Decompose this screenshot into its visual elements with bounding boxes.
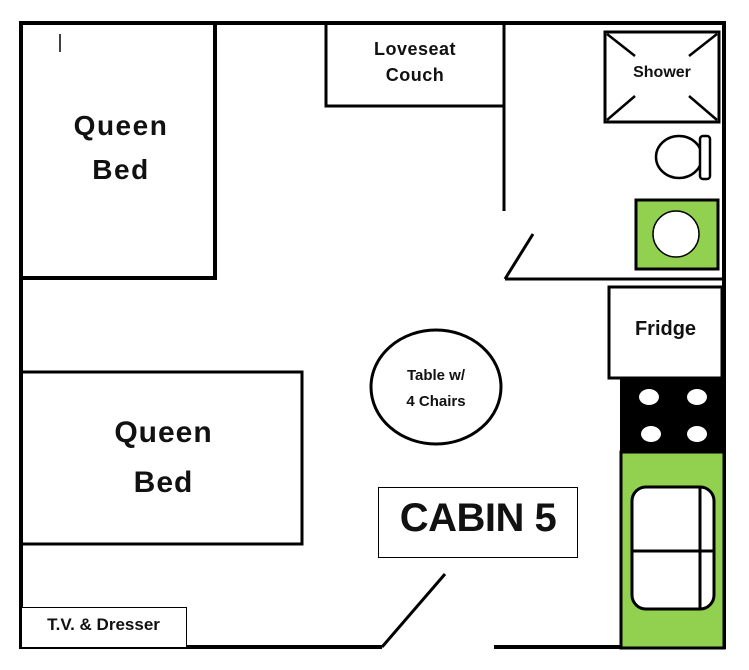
front-door <box>380 573 447 648</box>
tv-dresser <box>21 607 187 648</box>
queen-bed-top-line1: Queen <box>73 110 169 141</box>
loveseat-label: Loveseat Couch <box>326 36 504 88</box>
kitchen-sink-icon <box>630 485 716 611</box>
loveseat-line2: Couch <box>385 65 445 85</box>
queen-bed-bottom-line2: Bed <box>133 466 194 499</box>
fridge-label: Fridge <box>634 318 697 340</box>
stove-burners-icon <box>639 389 707 442</box>
toilet-icon <box>654 134 712 181</box>
title-box <box>378 487 578 558</box>
bathroom-sink-basin-icon <box>652 210 700 258</box>
queen-bed-top <box>19 21 217 280</box>
tv-dresser-label: T.V. & Dresser <box>47 615 160 634</box>
shower-x-icon <box>606 33 718 121</box>
shower-label: Shower <box>633 64 691 81</box>
queen-bed-bottom-label: Queen Bed <box>21 408 306 508</box>
queen-bed-top-line2: Bed <box>92 154 150 185</box>
table-label: Table w/ 4 Chairs <box>371 363 501 415</box>
queen-bed-top-label: Queen Bed <box>21 104 221 192</box>
stove <box>620 378 724 452</box>
queen-bed-bottom <box>19 370 304 546</box>
loveseat-line1: Loveseat <box>373 39 457 59</box>
table <box>369 328 503 446</box>
table-line1: Table w/ <box>406 367 466 384</box>
queen-bed-bottom-line1: Queen <box>114 416 213 449</box>
cabin-title: CABIN 5 <box>399 496 557 540</box>
table-line2: 4 Chairs <box>406 393 466 410</box>
bathroom-door <box>503 233 535 280</box>
